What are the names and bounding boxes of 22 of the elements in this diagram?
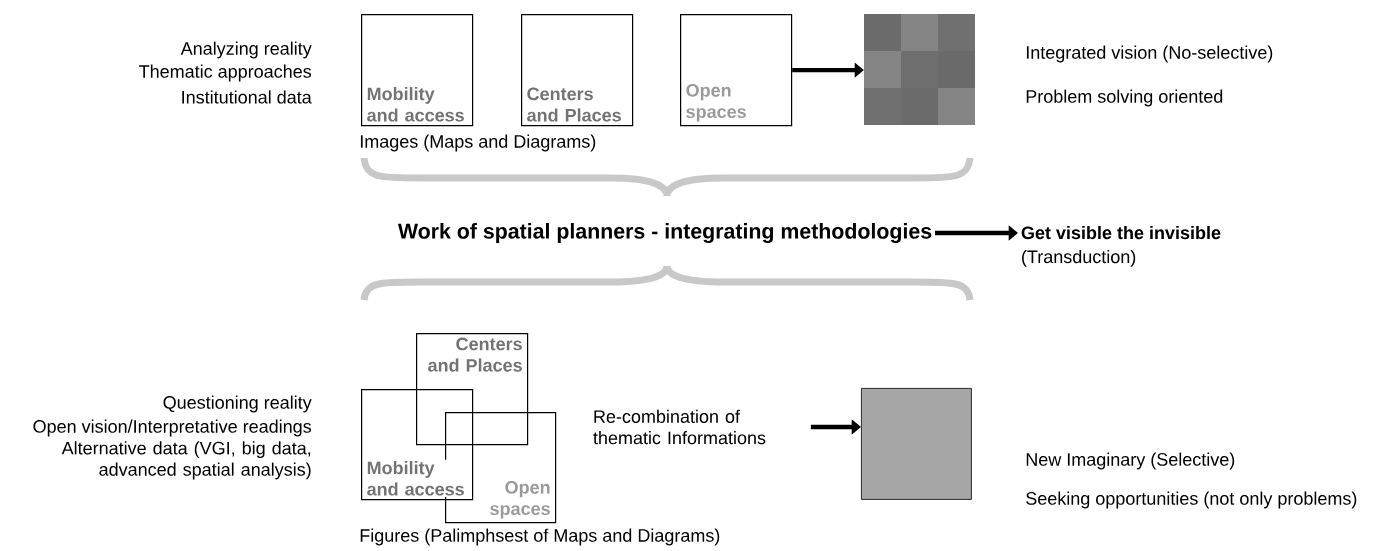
note-text: Figures (Palimphsest of Maps and Diagrams) xyxy=(360,528,720,546)
note-text: Seeking opportunities (not only problems) xyxy=(1026,491,1357,509)
note-text: Questioning reality xyxy=(163,395,312,413)
note-text: Problem solving oriented xyxy=(1026,89,1223,107)
note-text: New Imaginary (Selective) xyxy=(1026,452,1235,470)
map-box: Centers and Places xyxy=(416,333,529,446)
note-text: Thematic approaches xyxy=(139,64,312,82)
note-text: Images (Maps and Diagrams) xyxy=(360,134,596,152)
note-text: Institutional data xyxy=(182,90,312,104)
map-box: Open spaces xyxy=(680,14,793,127)
mosaic-drawing xyxy=(864,14,976,126)
map-box: Centers and Places xyxy=(521,14,634,127)
note-text: Integrated vision (No-selective) xyxy=(1026,45,1273,63)
note-text: Open vision/Interpretative readings xyxy=(33,419,312,437)
note-text: Analyzing reality xyxy=(180,41,312,59)
map-box: Mobility and access xyxy=(361,389,474,501)
result-text: Get visible the invisible (Transduction) xyxy=(1021,225,1221,267)
filled-square xyxy=(861,388,972,500)
note-text: Alternative data (VGI, big data, advanced spatial analysis) xyxy=(61,441,311,480)
map-box: Mobility and access xyxy=(361,14,474,127)
heading-text: Work of spatial planners - integrating methodologies xyxy=(397,223,932,243)
process-text: Re-combination of thematic Informations xyxy=(593,409,766,445)
